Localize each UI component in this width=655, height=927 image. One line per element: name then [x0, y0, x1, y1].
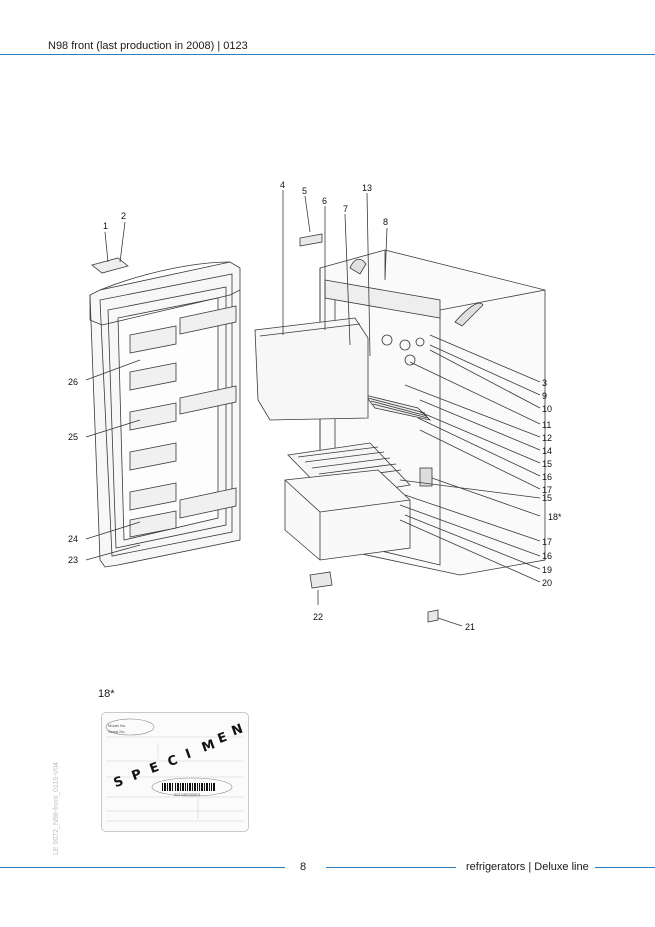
page-title: N98 front (last production in 2008) | 01… [48, 40, 248, 52]
callout: 11 [542, 420, 552, 430]
callout: 18* [548, 512, 562, 522]
callout: 4 [280, 180, 286, 190]
page-number: 8 [300, 861, 307, 873]
callout: 15 [542, 459, 553, 469]
part-21 [427, 609, 439, 623]
callout: 26 [68, 377, 79, 387]
part-22 [309, 571, 333, 589]
callout: 24 [68, 534, 79, 544]
callout: 16 [542, 551, 553, 561]
callout: 7 [343, 204, 349, 214]
callout: 17 [542, 537, 553, 547]
callout: 20 [542, 578, 553, 588]
callout: 13 [362, 183, 373, 193]
callout: 17 [542, 485, 553, 495]
callout: 3 [542, 378, 548, 388]
serial-label: Serial No. [108, 729, 126, 734]
crisper-drawer [284, 469, 411, 561]
callout: 2 [121, 211, 127, 221]
callout: 5 [302, 186, 308, 196]
callout: 15 [542, 493, 553, 503]
callout: 12 [542, 433, 553, 443]
part-5 [299, 233, 323, 247]
footer-section: refrigerators | Deluxe line [466, 861, 589, 873]
callout: 16 [542, 472, 553, 482]
footer-rule-middle [326, 867, 456, 868]
callout: 22 [313, 612, 324, 622]
door-assembly [89, 257, 241, 568]
callout: 14 [542, 446, 553, 456]
footer-rule-left [0, 867, 285, 868]
specimen-label-card: Model No. Serial No. 001245000001 S P E … [101, 712, 249, 832]
callout: 19 [542, 565, 553, 575]
callout: 23 [68, 555, 79, 565]
callout: 1 [103, 221, 109, 231]
document-code: LE 0072_N98-front_0115-V04 [53, 762, 60, 855]
callout: 6 [322, 196, 328, 206]
freezer-flap [254, 317, 369, 421]
callout: 9 [542, 391, 548, 401]
callout: 21 [465, 622, 476, 632]
callout: 10 [542, 404, 553, 414]
label-card-lines [105, 718, 244, 822]
label-reference: 18* [98, 688, 115, 700]
header-rule [0, 54, 655, 55]
barcode-number: 001245000001 [174, 792, 201, 797]
footer-rule-right [595, 867, 655, 868]
callout: 25 [68, 432, 79, 442]
callout: 8 [383, 217, 389, 227]
model-label: Model No. [108, 723, 127, 728]
